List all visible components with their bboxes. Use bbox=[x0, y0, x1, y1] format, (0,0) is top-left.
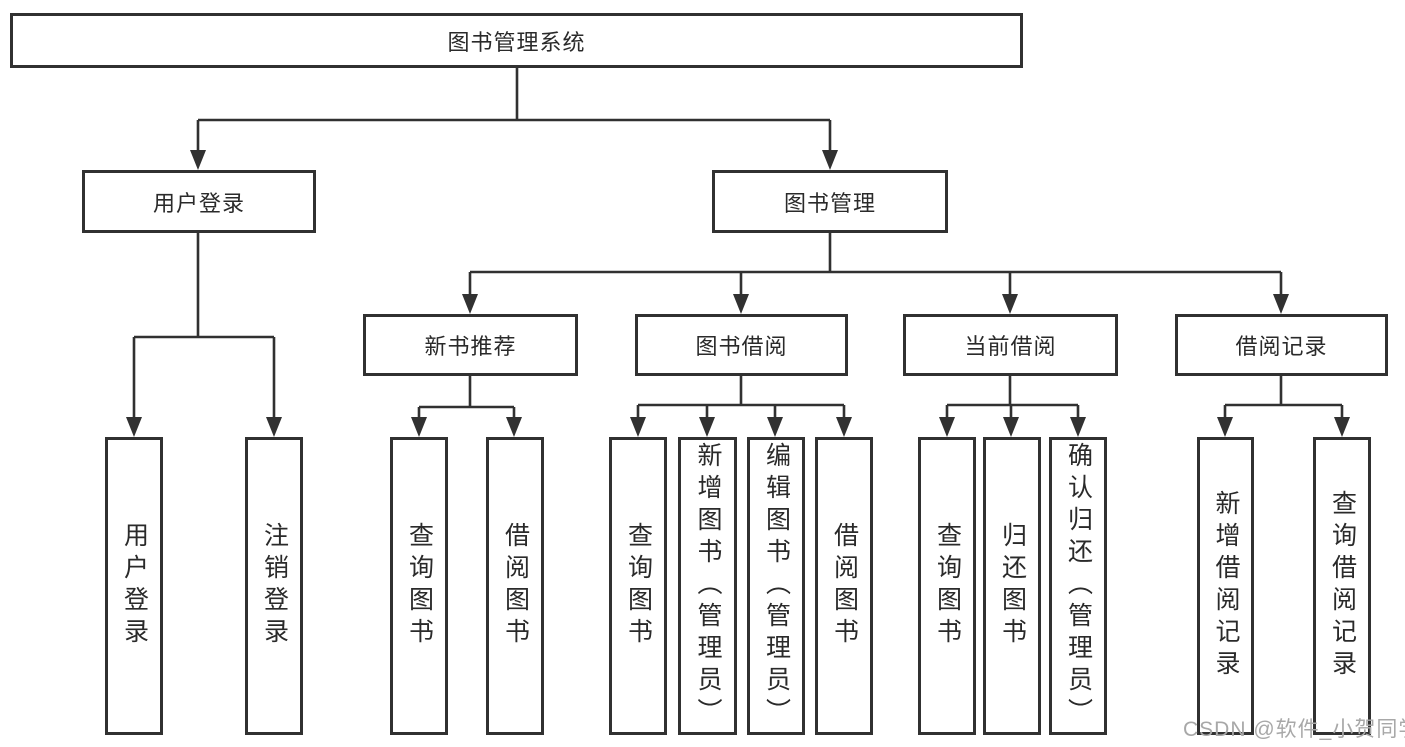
arrowhead bbox=[462, 294, 478, 314]
leaf-query-borrow-record: 查询借阅记录 bbox=[1313, 437, 1371, 735]
leaf-query-books-recommend: 查询图书 bbox=[390, 437, 448, 735]
arrowhead bbox=[822, 150, 838, 170]
leaf-confirm-return-admin: 确认归还（管理员） bbox=[1049, 437, 1107, 735]
connector-new-book-children bbox=[411, 375, 522, 437]
leaf-return-books: 归还图书 bbox=[983, 437, 1041, 735]
connector-borrow-records-children bbox=[1217, 375, 1350, 437]
node-label: 确认归还（管理员） bbox=[1064, 442, 1093, 730]
node-label: 归还图书 bbox=[998, 522, 1027, 650]
connector-root-to-level2 bbox=[190, 68, 838, 170]
arrowhead bbox=[1070, 417, 1086, 437]
leaf-edit-books-admin: 编辑图书（管理员） bbox=[747, 437, 805, 735]
node-label: 图书管理系统 bbox=[447, 29, 586, 55]
arrowhead bbox=[1002, 294, 1018, 314]
node-label: 当前借阅 bbox=[964, 334, 1057, 359]
node-current-borrowing: 当前借阅 bbox=[903, 314, 1118, 376]
arrowhead bbox=[733, 294, 749, 314]
node-book-management: 图书管理 bbox=[712, 170, 948, 233]
leaf-add-borrow-record: 新增借阅记录 bbox=[1197, 437, 1254, 735]
arrowhead bbox=[836, 417, 852, 437]
node-label: 图书借阅 bbox=[695, 334, 788, 359]
node-label: 用户登录 bbox=[152, 190, 245, 216]
arrowhead bbox=[1217, 417, 1233, 437]
node-label: 借阅图书 bbox=[501, 522, 530, 650]
arrowhead bbox=[699, 417, 715, 437]
leaf-add-books-admin: 新增图书（管理员） bbox=[678, 437, 737, 735]
leaf-query-books-borrowing: 查询图书 bbox=[609, 437, 667, 735]
node-label: 新增借阅记录 bbox=[1212, 490, 1240, 682]
leaf-borrow-books-recommend: 借阅图书 bbox=[486, 437, 544, 735]
node-label: 查询图书 bbox=[624, 522, 653, 650]
connector-user-login-children bbox=[126, 233, 282, 437]
node-book-borrowing: 图书借阅 bbox=[635, 314, 848, 376]
node-label: 查询图书 bbox=[933, 522, 962, 650]
arrowhead bbox=[767, 417, 783, 437]
arrowhead bbox=[1273, 294, 1289, 314]
arrowhead bbox=[266, 417, 282, 437]
node-root-system: 图书管理系统 bbox=[10, 13, 1023, 68]
arrowhead bbox=[1334, 417, 1350, 437]
node-borrowing-records: 借阅记录 bbox=[1175, 314, 1388, 376]
node-label: 查询图书 bbox=[405, 522, 434, 650]
node-label: 查询借阅记录 bbox=[1328, 490, 1357, 682]
node-label: 借阅记录 bbox=[1235, 334, 1328, 359]
node-label: 用户登录 bbox=[120, 522, 149, 650]
connector-book-management-children bbox=[462, 233, 1289, 314]
leaf-borrow-books: 借阅图书 bbox=[815, 437, 873, 735]
arrowhead bbox=[506, 417, 522, 437]
arrowhead bbox=[411, 417, 427, 437]
leaf-logout: 注销登录 bbox=[245, 437, 303, 735]
connector-book-borrow-children bbox=[630, 375, 852, 437]
arrowhead bbox=[630, 417, 646, 437]
node-new-book-recommend: 新书推荐 bbox=[363, 314, 578, 376]
connector-current-borrow-children bbox=[939, 375, 1086, 437]
arrowhead bbox=[1003, 417, 1019, 437]
node-label: 注销登录 bbox=[260, 522, 289, 650]
csdn-watermark: CSDN @软件_小贺同学 bbox=[1183, 718, 1405, 741]
node-label: 借阅图书 bbox=[830, 522, 859, 650]
node-label: 编辑图书（管理员） bbox=[762, 442, 791, 730]
arrowhead bbox=[126, 417, 142, 437]
node-user-login: 用户登录 bbox=[82, 170, 316, 233]
node-label: 图书管理 bbox=[783, 190, 876, 216]
leaf-user-login: 用户登录 bbox=[105, 437, 163, 735]
arrowhead bbox=[190, 150, 206, 170]
leaf-query-books-current: 查询图书 bbox=[918, 437, 976, 735]
node-label: 新增图书（管理员） bbox=[694, 442, 722, 730]
arrowhead bbox=[939, 417, 955, 437]
node-label: 新书推荐 bbox=[424, 334, 517, 359]
